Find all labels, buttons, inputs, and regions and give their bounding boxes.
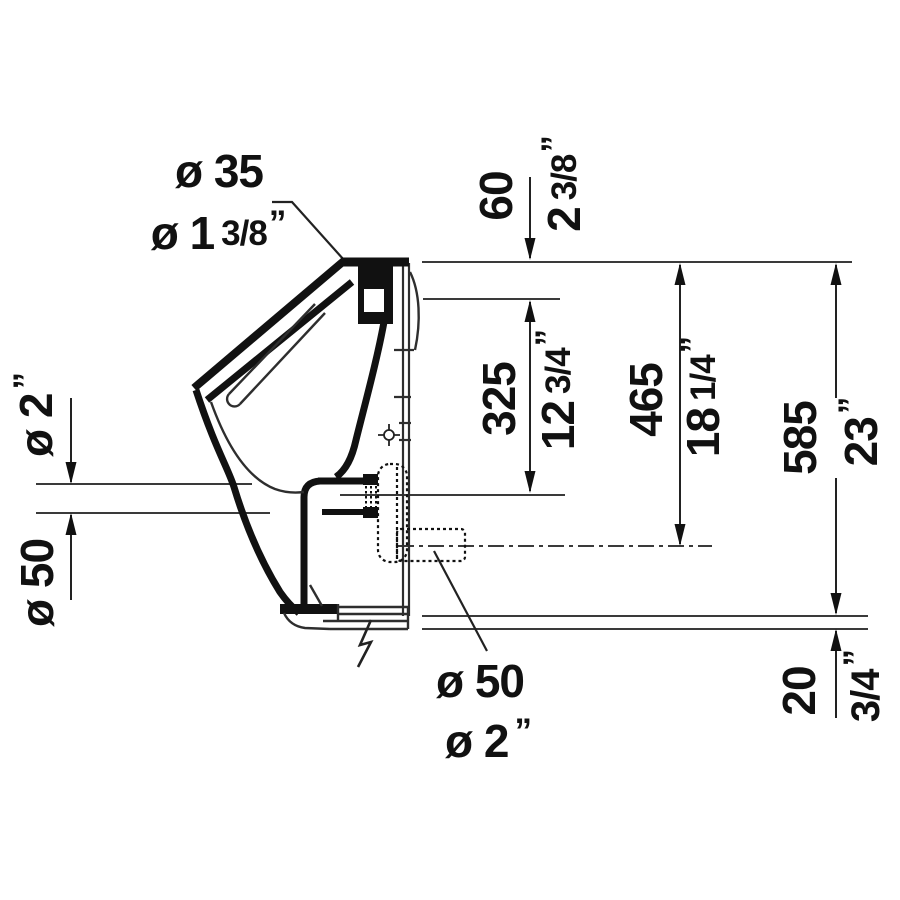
label-325: 325 (473, 362, 525, 436)
interior-lines (209, 271, 420, 631)
back-trap-curve (333, 321, 388, 480)
horizontal-outlet-pipe (395, 527, 467, 563)
flash-symbol (356, 619, 374, 668)
wall-lines (394, 263, 414, 616)
label-outlet-imperial: ø 2” (445, 712, 531, 768)
front-face (192, 388, 302, 616)
front-foot (282, 612, 331, 631)
bowl-back-line-b (239, 312, 326, 405)
urinal-fixture (191, 256, 467, 668)
rim-outer (191, 256, 348, 392)
label-left-pipe-metric: ø 50 (11, 539, 63, 627)
inlet-leader (272, 200, 345, 261)
label-585-imperial: 23” (832, 398, 888, 467)
mounting-cross-mark (378, 424, 400, 446)
dimension-arrows (65, 238, 842, 651)
label-20: 20 (773, 666, 825, 715)
leader-lines (272, 200, 488, 652)
extension-lines (36, 261, 868, 630)
sump-left-wall (300, 477, 321, 609)
label-outlet-metric: ø 50 (436, 655, 524, 707)
label-585: 585 (774, 401, 826, 475)
label-20-imperial: 3/4” (837, 650, 889, 722)
outlet-spud-flange (363, 474, 378, 518)
outlet-dotted (376, 462, 467, 564)
outlet-leader (433, 550, 488, 652)
label-60: 60 (470, 171, 522, 220)
label-325-imperial: 123/4” (529, 330, 585, 450)
vertical-outlet-flange (376, 462, 409, 564)
inlet-spud-opening (364, 289, 384, 312)
label-60-imperial: 23/8” (535, 136, 591, 232)
bowl-inner-front (209, 401, 305, 494)
label-465: 465 (620, 363, 672, 437)
label-left-pipe-imperial: ø 2” (7, 373, 63, 457)
inlet-spud (358, 266, 393, 324)
label-inlet-metric: ø 35 (175, 145, 263, 197)
bowl-back-line-a (228, 303, 316, 395)
back-inner-curve (408, 271, 420, 351)
label-465-imperial: 181/4” (674, 337, 730, 457)
